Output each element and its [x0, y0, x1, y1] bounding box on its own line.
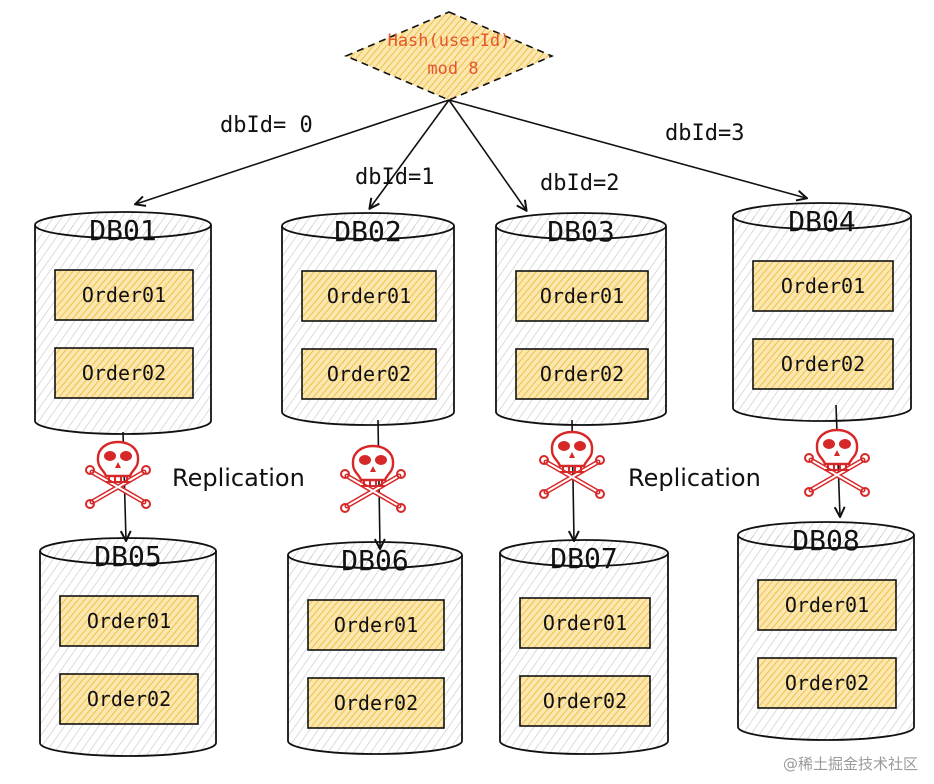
table-box — [519, 675, 651, 727]
database-cylinders: DB01Order01Order02DB02Order01Order02DB03… — [34, 202, 915, 757]
edge-label-db03: dbId=2 — [540, 171, 619, 196]
table-box — [515, 270, 649, 322]
hash-node: Hash(userId) mod 8 — [343, 11, 555, 101]
table-box — [519, 597, 651, 649]
table-label: Order02 — [87, 687, 171, 711]
database-name: DB08 — [792, 524, 859, 557]
table-box — [752, 260, 894, 312]
skull-crossbones-icon — [805, 430, 869, 496]
table-label: Order01 — [82, 283, 166, 307]
hash-label-line1: Hash(userId) — [388, 31, 511, 51]
database-name: DB04 — [788, 205, 855, 238]
table-label: Order02 — [543, 689, 627, 713]
replication-arrow-db02-db06 — [378, 419, 380, 548]
hash-label-line2: mod 8 — [427, 59, 478, 79]
table-label: Order02 — [82, 361, 166, 385]
table-label: Order01 — [543, 611, 627, 635]
table-box — [515, 348, 649, 400]
table-label: Order02 — [327, 362, 411, 386]
skull-crossbones-icon — [86, 442, 150, 508]
table-box — [757, 579, 897, 631]
database-name: DB03 — [547, 215, 614, 248]
arrow-db03 — [448, 99, 526, 210]
skull-crossbones-icon — [341, 446, 405, 512]
table-box — [59, 595, 199, 647]
replication-label-right: Replication — [628, 464, 761, 492]
replication-label-left: Replication — [172, 464, 305, 492]
table-label: Order02 — [785, 671, 869, 695]
edge-label-db04: dbId=3 — [665, 121, 744, 146]
edge-label-db02: dbId=1 — [355, 165, 434, 190]
arrow-db01 — [136, 99, 450, 204]
table-label: Order02 — [540, 362, 624, 386]
database-name: DB02 — [334, 215, 401, 248]
arrow-db02 — [370, 99, 450, 208]
table-label: Order02 — [334, 691, 418, 715]
table-label: Order02 — [781, 352, 865, 376]
database-name: DB06 — [341, 544, 408, 577]
watermark: @稀土掘金技术社区 — [782, 755, 918, 773]
skull-crossbones-icon — [540, 432, 604, 498]
database-name: DB01 — [89, 214, 156, 247]
table-label: Order01 — [87, 609, 171, 633]
table-box — [307, 599, 445, 651]
table-box — [59, 673, 199, 725]
table-label: Order01 — [334, 613, 418, 637]
table-label: Order01 — [540, 284, 624, 308]
table-box — [752, 338, 894, 390]
table-box — [301, 270, 437, 322]
arrow-db04 — [448, 99, 806, 198]
table-label: Order01 — [785, 593, 869, 617]
table-label: Order01 — [327, 284, 411, 308]
database-name: DB07 — [550, 542, 617, 575]
distribution-arrows — [136, 99, 806, 210]
table-box — [307, 677, 445, 729]
database-name: DB05 — [94, 540, 161, 573]
table-box — [54, 269, 194, 321]
table-box — [301, 348, 437, 400]
table-box — [54, 347, 194, 399]
edge-label-db01: dbId= 0 — [220, 113, 313, 138]
table-box — [757, 657, 897, 709]
table-label: Order01 — [781, 274, 865, 298]
